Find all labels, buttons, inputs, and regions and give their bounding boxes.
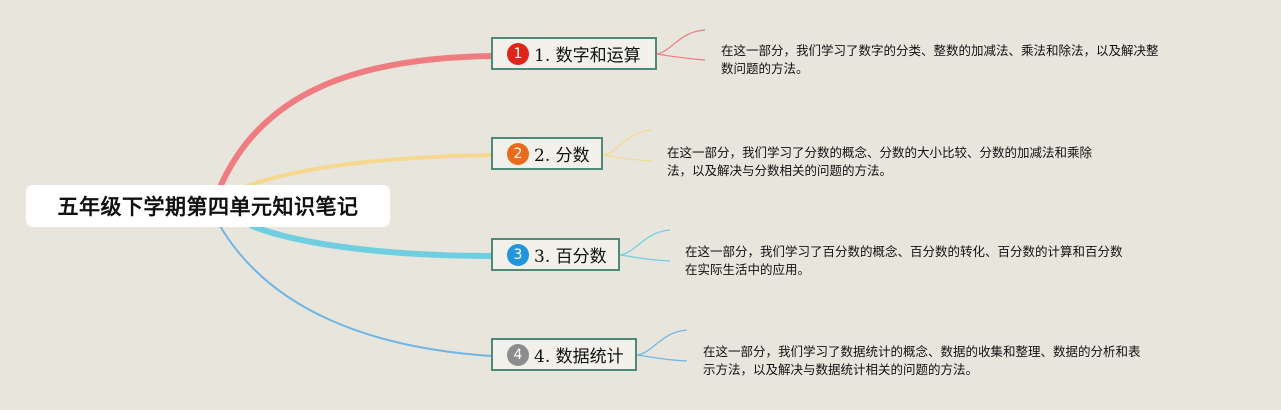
priority-1-icon: 1 [507, 42, 529, 65]
note-line: 数问题的方法。 [721, 61, 809, 76]
root-topic[interactable]: 五年级下学期第四单元知识笔记 [26, 185, 390, 227]
priority-4-icon: 4 [507, 343, 529, 366]
topic-percentages[interactable]: 3 3. 百分数 [491, 238, 620, 271]
topic-label: 1. 数字和运算 [534, 46, 641, 66]
note-line: 在这一部分，我们学习了数字的分类、整数的加减法、乘法和除法，以及解决整 [721, 43, 1159, 58]
priority-2-icon: 2 [507, 142, 529, 165]
note-connector-2a [602, 129, 653, 156]
root-title: 五年级下学期第四单元知识笔记 [57, 195, 359, 219]
note-line: 在这一部分，我们学习了数据统计的概念、数据的收集和整理、数据的分析和表 [703, 344, 1141, 359]
note-data-statistics[interactable]: 在这一部分，我们学习了数据统计的概念、数据的收集和整理、数据的分析和表 示方法，… [703, 343, 1141, 379]
note-connector-4b [636, 354, 688, 362]
topic-fractions[interactable]: 2 2. 分数 [491, 137, 603, 170]
main-connector-1 [215, 53, 495, 195]
topic-data-statistics[interactable]: 4 4. 数据统计 [491, 338, 637, 371]
main-connector-3 [249, 223, 495, 259]
main-connector-4 [219, 225, 493, 357]
note-connector-3a [619, 229, 671, 256]
note-connector-2b [602, 154, 653, 162]
note-percentages[interactable]: 在这一部分，我们学习了百分数的概念、百分数的转化、百分数的计算和百分数 在实际生… [685, 243, 1123, 279]
topic-label: 2. 分数 [534, 146, 590, 166]
note-line: 法，以及解决与分数相关的问题的方法。 [667, 163, 893, 178]
main-connector-2 [234, 153, 494, 192]
topic-label: 3. 百分数 [534, 247, 607, 267]
note-line: 在实际生活中的应用。 [685, 262, 811, 277]
note-numbers-and-operations[interactable]: 在这一部分，我们学习了数字的分类、整数的加减法、乘法和除法，以及解决整 数问题的… [721, 42, 1159, 78]
priority-3-icon: 3 [507, 243, 529, 266]
note-connector-1b [655, 53, 706, 61]
note-connector-4a [636, 329, 688, 356]
topic-numbers-and-operations[interactable]: 1 1. 数字和运算 [491, 37, 657, 70]
note-connector-3b [619, 254, 671, 262]
note-connector-1a [655, 29, 706, 55]
note-line: 示方法，以及解决与数据统计相关的问题的方法。 [703, 362, 979, 377]
note-line: 在这一部分，我们学习了分数的概念、分数的大小比较、分数的加减法和乘除 [667, 145, 1093, 160]
topic-label: 4. 数据统计 [534, 347, 624, 367]
note-line: 在这一部分，我们学习了百分数的概念、百分数的转化、百分数的计算和百分数 [685, 244, 1123, 259]
note-fractions[interactable]: 在这一部分，我们学习了分数的概念、分数的大小比较、分数的加减法和乘除 法，以及解… [667, 144, 1092, 180]
